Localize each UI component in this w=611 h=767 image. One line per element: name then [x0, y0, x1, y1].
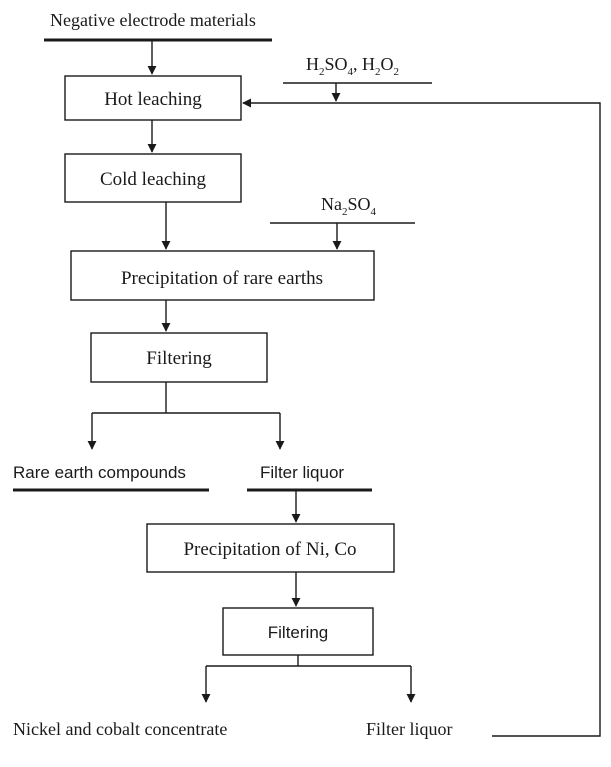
- precipitation-rare-earths-box: [70, 250, 375, 301]
- filter-liquor-1-label: Filter liquor: [260, 463, 344, 482]
- precipitation-rare-earths-label: Precipitation of rare earths: [121, 268, 323, 289]
- precipitation-ni-co-label: Precipitation of Ni, Co: [183, 539, 356, 560]
- recycle-loop-arrow: [242, 98, 601, 737]
- reagent-na2so4-label: Na2SO4: [321, 194, 377, 218]
- precipitation-ni-co-box: [146, 523, 395, 573]
- hot-leaching-label: Hot leaching: [104, 89, 202, 110]
- cold-leaching-label: Cold leaching: [100, 169, 207, 190]
- input-material-label: Negative electrode materials: [50, 10, 256, 30]
- filtering-1-box: [90, 332, 268, 383]
- filter-liquor-2-label: Filter liquor: [366, 719, 453, 739]
- reagent-h2so4-h2o2-label: H2SO4, H2O2: [306, 54, 399, 78]
- filtering-1-label: Filtering: [146, 348, 212, 369]
- rare-earth-compounds-label: Rare earth compounds: [13, 463, 186, 482]
- filtering-2-label: Filtering: [268, 623, 328, 642]
- hot-leaching-box: [64, 75, 242, 121]
- nickel-cobalt-concentrate-label: Nickel and cobalt concentrate: [13, 719, 227, 739]
- cold-leaching-box: [64, 153, 242, 203]
